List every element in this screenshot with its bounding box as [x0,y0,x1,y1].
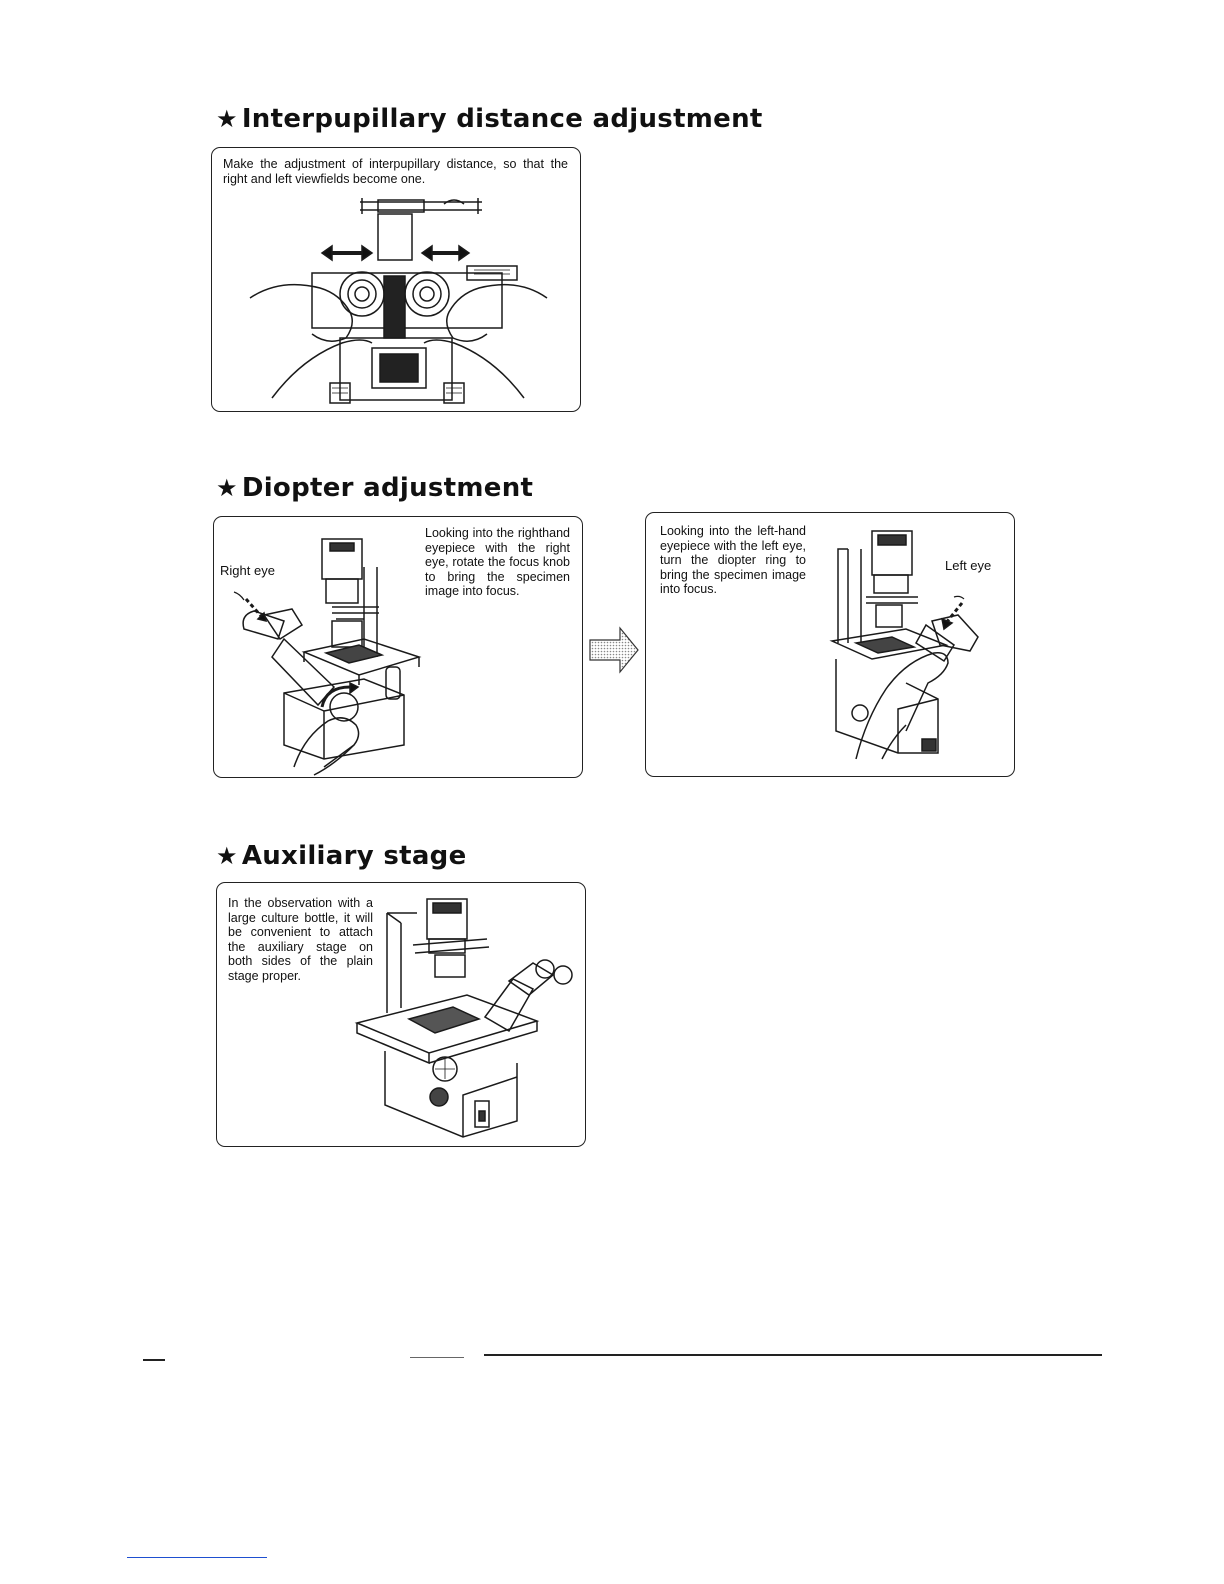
section-title-auxiliary: ★Auxiliary stage [216,841,467,871]
footer-rule-main [484,1354,1102,1356]
diopter-title-text: Diopter adjustment [241,473,534,503]
star-icon: ★ [216,842,238,870]
star-icon: ★ [216,474,238,502]
interpupillary-description: Make the adjustment of interpupillary di… [223,157,568,186]
diopter-step1-description: Looking into the righthand eyepiece with… [425,526,570,599]
microscope-left-eye-illustration [829,530,979,760]
auxiliary-panel: In the observation with a large culture … [216,882,586,1147]
dashed-arrow-icon [233,591,268,623]
diopter-step1-panel: Right eye Looking into the righthand eye… [213,516,583,778]
footer-rule-middle [410,1357,464,1358]
microscope-auxiliary-stage-illustration [354,898,573,1138]
interpupillary-panel: Make the adjustment of interpupillary di… [211,147,581,412]
right-eye-label: Right eye [220,563,275,578]
star-icon: ★ [216,105,238,133]
microscope-right-eye-illustration [233,538,422,776]
auxiliary-title-text: Auxiliary stage [241,841,467,871]
section-title-diopter: ★Diopter adjustment [216,473,533,503]
footer-rule-left [143,1359,165,1361]
footer-blue-line [127,1557,267,1559]
auxiliary-description: In the observation with a large culture … [228,896,373,983]
interpupillary-title-text: Interpupillary distance adjustment [241,104,763,134]
diopter-step2-panel: Looking into the left-hand eyepiece with… [645,512,1015,777]
left-eye-label: Left eye [945,558,992,573]
dashed-arrow-icon [940,595,965,631]
section-title-interpupillary: ★Interpupillary distance adjustment [216,104,763,134]
binocular-head-illustration [249,198,548,404]
double-arrow-icon [320,244,471,262]
right-arrow-icon [589,626,639,674]
diopter-step2-description: Looking into the left-hand eyepiece with… [660,524,806,597]
